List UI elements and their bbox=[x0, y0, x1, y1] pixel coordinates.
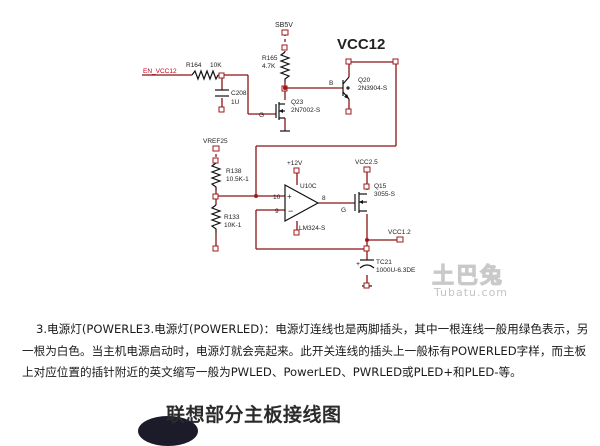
label-vref25: VREF25 bbox=[203, 138, 228, 145]
section-heading: 联想部分主板接线图 bbox=[166, 404, 342, 426]
resistor-r165 bbox=[279, 51, 291, 82]
schematic-components: + − + bbox=[191, 51, 375, 287]
label-r138: R138 bbox=[226, 168, 242, 175]
svg-text:+: + bbox=[287, 192, 292, 201]
circuit-schematic: + − + bbox=[142, 22, 416, 289]
opamp-u10c bbox=[284, 183, 320, 223]
label-pin10: 10 bbox=[273, 194, 281, 201]
label-q15-part: 3055-S bbox=[374, 191, 396, 198]
label-q15: Q15 bbox=[374, 183, 387, 190]
label-r138-value: 10.5K-1 bbox=[226, 176, 249, 183]
svg-text:+: + bbox=[356, 261, 360, 268]
label-r133-value: 10K-1 bbox=[224, 222, 242, 229]
label-pin-g2: G bbox=[341, 207, 346, 214]
label-r133: R133 bbox=[224, 214, 240, 221]
watermark: 土巴兔 Tubatu.com bbox=[431, 258, 522, 302]
schematic-pins bbox=[212, 29, 404, 289]
label-q20: Q20 bbox=[358, 77, 371, 84]
label-sb5v: SB5V bbox=[275, 22, 293, 29]
resistor-r164 bbox=[191, 69, 219, 81]
label-vcc12: VCC12 bbox=[337, 36, 385, 53]
label-q23: Q23 bbox=[291, 99, 304, 106]
label-u10c: U10C bbox=[300, 183, 317, 190]
watermark-logo: 土巴兔 bbox=[431, 264, 505, 290]
label-q23-part: 2N7002-S bbox=[291, 107, 321, 114]
schematic-wires bbox=[142, 33, 400, 286]
label-lm324: LM324-S bbox=[299, 225, 326, 232]
label-plus12v: +12V bbox=[287, 160, 303, 167]
label-r164-value: 10K bbox=[210, 62, 222, 69]
resistor-r133 bbox=[210, 204, 222, 233]
label-tc21: TC21 bbox=[376, 259, 392, 266]
watermark-url: Tubatu.com bbox=[434, 286, 509, 299]
schematic-labels: SB5V VCC12 R165 4.7K R164 10K EN_VCC12 C… bbox=[143, 22, 416, 274]
label-tc21-value: 1000U-6.3DE bbox=[376, 267, 416, 274]
svg-text:−: − bbox=[288, 206, 293, 216]
label-vcc12b: VCC1.2 bbox=[388, 229, 411, 236]
label-r165-value: 4.7K bbox=[262, 63, 276, 70]
label-r164: R164 bbox=[186, 62, 202, 69]
label-en-vcc12: EN_VCC12 bbox=[143, 68, 177, 75]
resistor-r138 bbox=[210, 162, 222, 190]
body-paragraph: 3.电源灯(POWERLE3.电源灯(POWERLED)：电源灯连线也是两脚插头… bbox=[22, 322, 589, 379]
label-pin-g: G bbox=[259, 112, 264, 119]
label-q20-part: 2N3904-S bbox=[358, 85, 388, 92]
label-pin8: 8 bbox=[322, 195, 326, 202]
label-c208-value: 1U bbox=[231, 99, 240, 106]
label-pin-b: B bbox=[329, 80, 333, 87]
label-vcc25: VCC2.5 bbox=[355, 159, 378, 166]
page: + − + bbox=[22, 22, 589, 446]
label-c208: C208 bbox=[231, 90, 247, 97]
label-r165: R165 bbox=[262, 55, 278, 62]
label-pin9: 9 bbox=[275, 208, 279, 215]
